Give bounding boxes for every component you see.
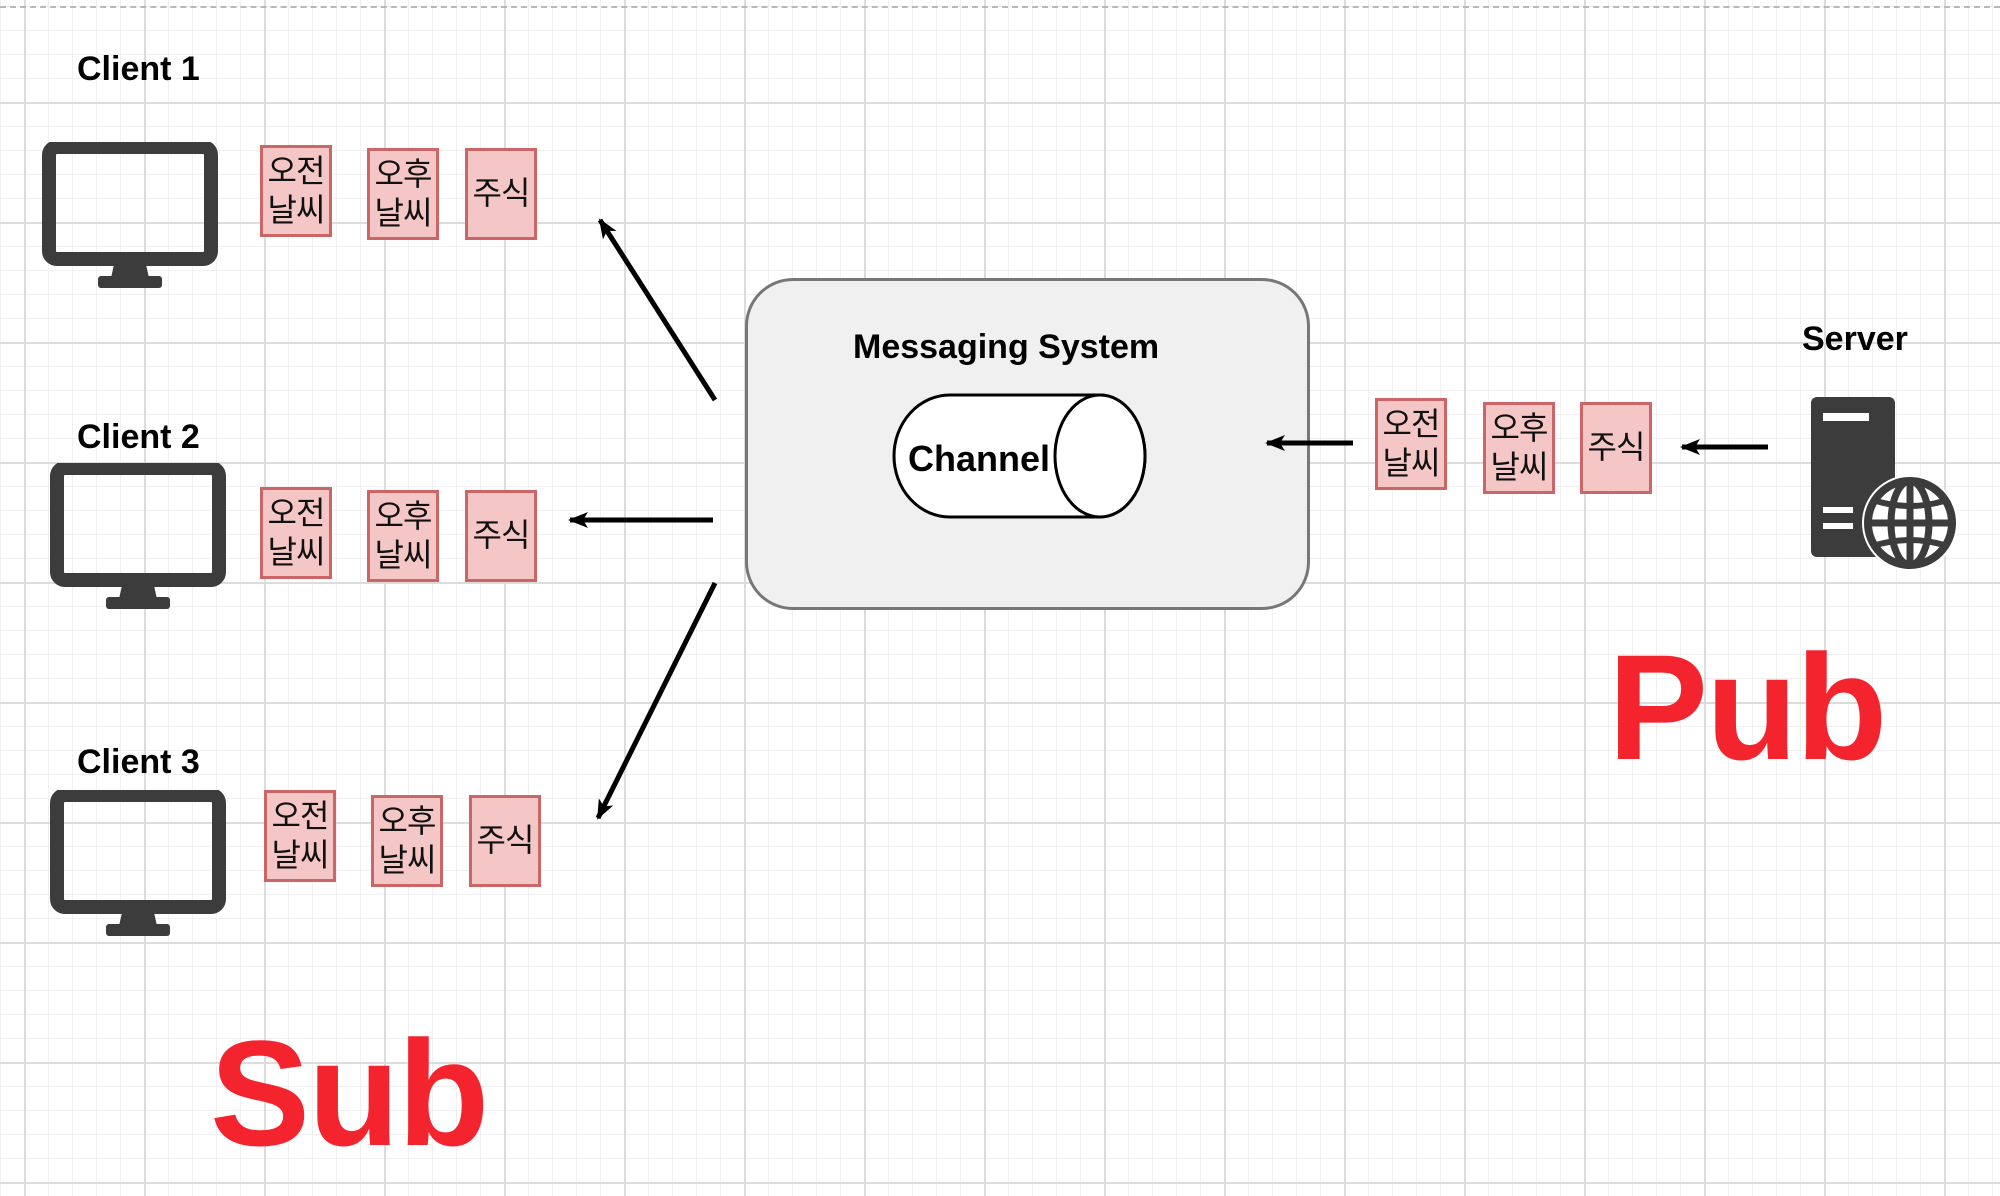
client-2-tag-morning-weather: 오전 날씨	[260, 487, 332, 579]
sub-label: Sub	[210, 1009, 489, 1177]
channel-label: Channel	[908, 438, 1051, 479]
client-1-monitor-icon	[42, 142, 218, 288]
pub-tag-afternoon-weather: 오후 날씨	[1483, 402, 1555, 494]
server-label: Server	[1802, 320, 1908, 358]
client-2-tag-stocks: 주식	[465, 490, 537, 582]
client-2-tag-afternoon-weather: 오후 날씨	[367, 490, 439, 582]
server-globe-icon	[1811, 397, 1958, 569]
client-1-tag-morning-weather: 오전 날씨	[260, 145, 332, 237]
arrow-to-client-3	[595, 581, 718, 820]
client-3-monitor-icon	[50, 790, 226, 936]
client-1-tag-afternoon-weather: 오후 날씨	[367, 148, 439, 240]
pub-label: Pub	[1608, 623, 1887, 791]
channel-cylinder-icon	[892, 393, 1147, 519]
client-3-tag-morning-weather: 오전 날씨	[264, 790, 336, 882]
messaging-system-title: Messaging System	[853, 328, 1160, 366]
arrow-to-client-1	[597, 218, 718, 402]
client-3-label: Client 3	[77, 743, 200, 781]
client-2-label: Client 2	[77, 418, 200, 456]
client-2-monitor-icon	[50, 463, 226, 609]
client-1-tag-stocks: 주식	[465, 148, 537, 240]
client-1-label: Client 1	[77, 50, 200, 88]
client-3-tag-stocks: 주식	[469, 795, 541, 887]
pub-tag-morning-weather: 오전 날씨	[1375, 398, 1447, 490]
canvas-top-border	[0, 6, 2000, 8]
client-3-tag-afternoon-weather: 오후 날씨	[371, 795, 443, 887]
pub-tag-stocks: 주식	[1580, 402, 1652, 494]
